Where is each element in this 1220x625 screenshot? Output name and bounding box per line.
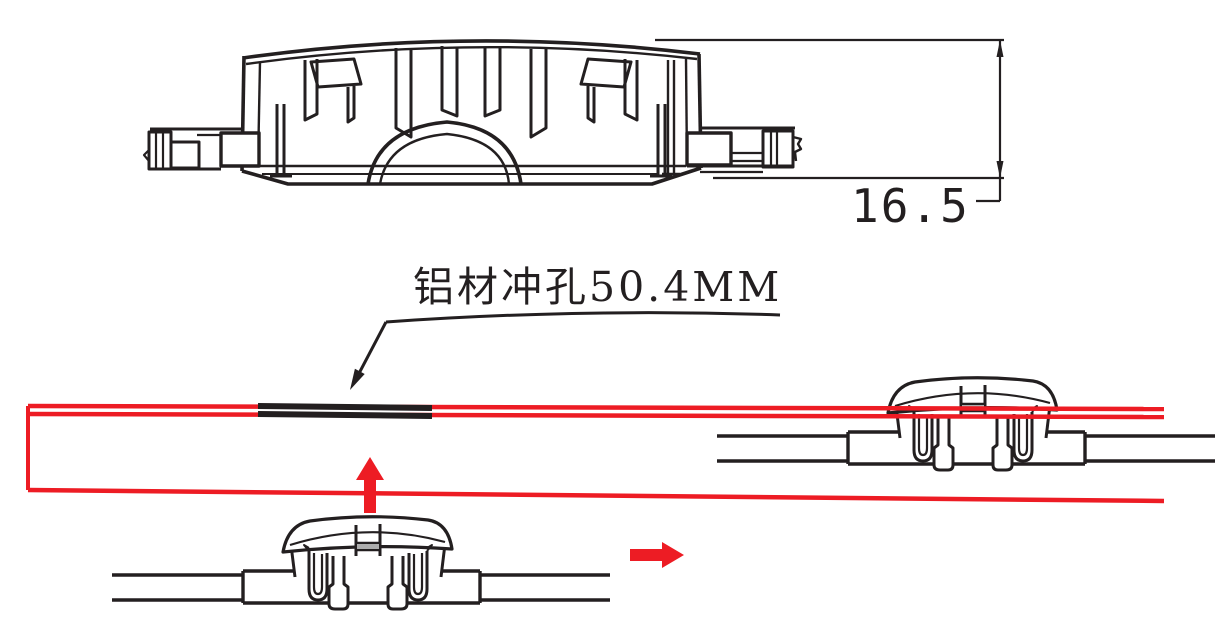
leader-line	[353, 321, 388, 382]
dimension-arrow-icon	[996, 161, 1004, 178]
clip-inner-tabs-left	[268, 44, 459, 178]
punch-hole-annotation: 铝材冲孔50.4MM	[350, 263, 782, 390]
leader-arrow-icon	[350, 368, 365, 390]
panel-top-edge-inner	[27, 411, 1165, 420]
clip-right-wing	[685, 126, 803, 174]
height-dimension: 16.5	[655, 38, 1004, 233]
aluminum-panel-outline	[26, 403, 1165, 504]
dimension-arrow-icon	[996, 40, 1004, 57]
punch-hole-label: 铝材冲孔50.4MM	[413, 263, 782, 311]
up-arrow-icon	[356, 457, 384, 513]
clip-left-wing	[142, 127, 261, 171]
punched-slot-upper	[257, 403, 433, 411]
panel-top-edge-outer	[27, 403, 1165, 412]
leader-underline	[385, 311, 781, 324]
clip-installed-view-left	[110, 515, 612, 611]
clip-arch	[366, 120, 523, 185]
punched-slot-lower	[257, 411, 433, 419]
right-arrow-icon	[630, 542, 684, 568]
clip-section-view	[142, 39, 803, 186]
panel-bottom-edge	[27, 487, 1165, 504]
clip-base-skirt	[241, 166, 702, 186]
height-dimension-value: 16.5	[851, 179, 970, 233]
clip-cap-outline	[242, 39, 701, 60]
clip-installed-view-right	[715, 376, 1217, 472]
